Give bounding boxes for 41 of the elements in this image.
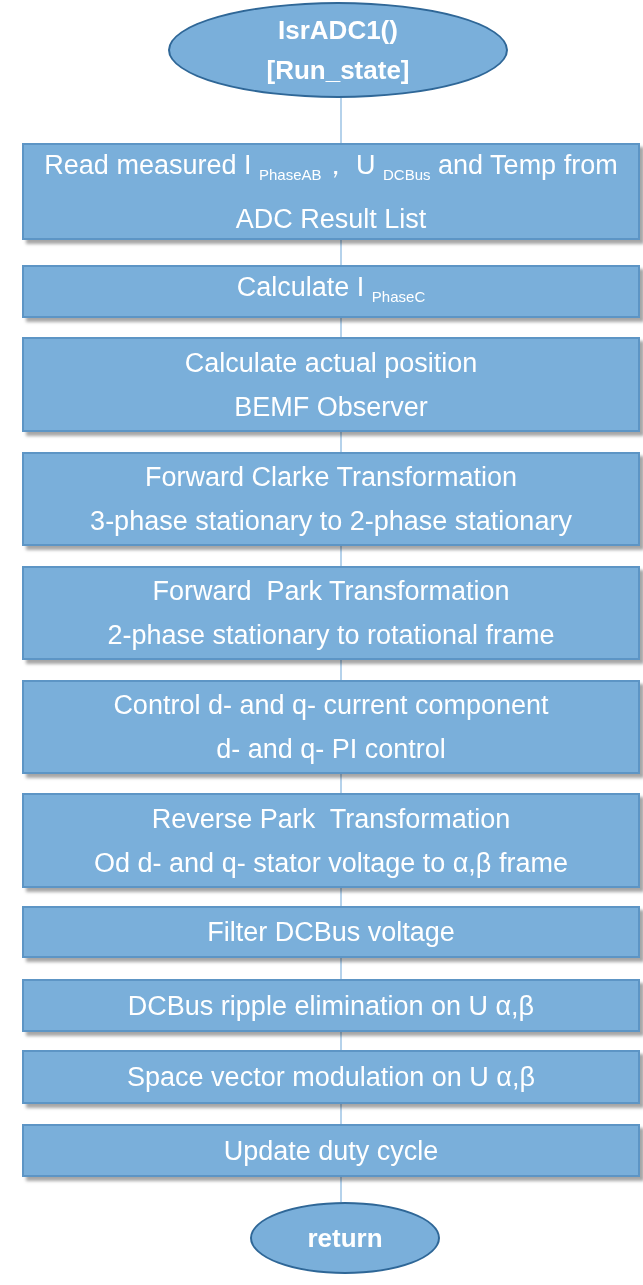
process-box [22, 265, 640, 318]
node-text: 3-phase stationary to 2-phase stationary [90, 505, 572, 538]
node-text: Forward Clarke Transformation [144, 461, 518, 494]
connector-line [340, 957, 342, 980]
process-box [22, 337, 640, 432]
process-box [22, 906, 640, 958]
connector-line [340, 659, 342, 681]
connector-line [340, 97, 342, 144]
node-text: 2-phase stationary to rotational frame [107, 619, 555, 652]
node-text: d- and q- PI control [216, 733, 446, 766]
connector-line [340, 773, 342, 794]
connector-line [340, 545, 342, 567]
connector-line [340, 1103, 342, 1125]
connector-line [340, 239, 342, 266]
node-text: Calculate I $_{PhaseC}$ [236, 270, 426, 307]
node-text: DCBus ripple elimination on U α,β [127, 989, 535, 1023]
process-box [22, 979, 640, 1032]
node-text: Reverse Park Transformation [151, 802, 511, 836]
connector-line [340, 887, 342, 907]
node-text: IsrADC1() [Run_state] [265, 14, 411, 87]
node-text: BEMF Observer [234, 390, 428, 424]
node-text: Forward Park Transformation [152, 575, 510, 608]
node-text: Space vector modulation on U α,β [127, 1061, 535, 1094]
process-box [22, 143, 640, 240]
connector-line [340, 317, 342, 338]
process-box [22, 680, 640, 774]
process-box [22, 1050, 640, 1104]
node-text: Calculate actual position [184, 346, 478, 380]
node-text: Control d- and q- current component [113, 689, 549, 722]
connector-line [340, 1176, 342, 1203]
connector-line [340, 431, 342, 453]
process-box [22, 566, 640, 660]
node-text: return [307, 1222, 383, 1255]
node-text: Filter DCBus voltage [207, 916, 455, 949]
node-text: Update duty cycle [223, 1134, 439, 1168]
process-box [22, 793, 640, 888]
node-text: Read measured I $_{PhaseAB}$， U $_{DCBus}$ and Temp from ADC Result List [43, 148, 619, 236]
process-box [22, 1124, 640, 1177]
connector-line [340, 1031, 342, 1051]
process-box [22, 452, 640, 546]
node-text: Od d- and q- stator voltage to α,β frame [94, 846, 568, 880]
